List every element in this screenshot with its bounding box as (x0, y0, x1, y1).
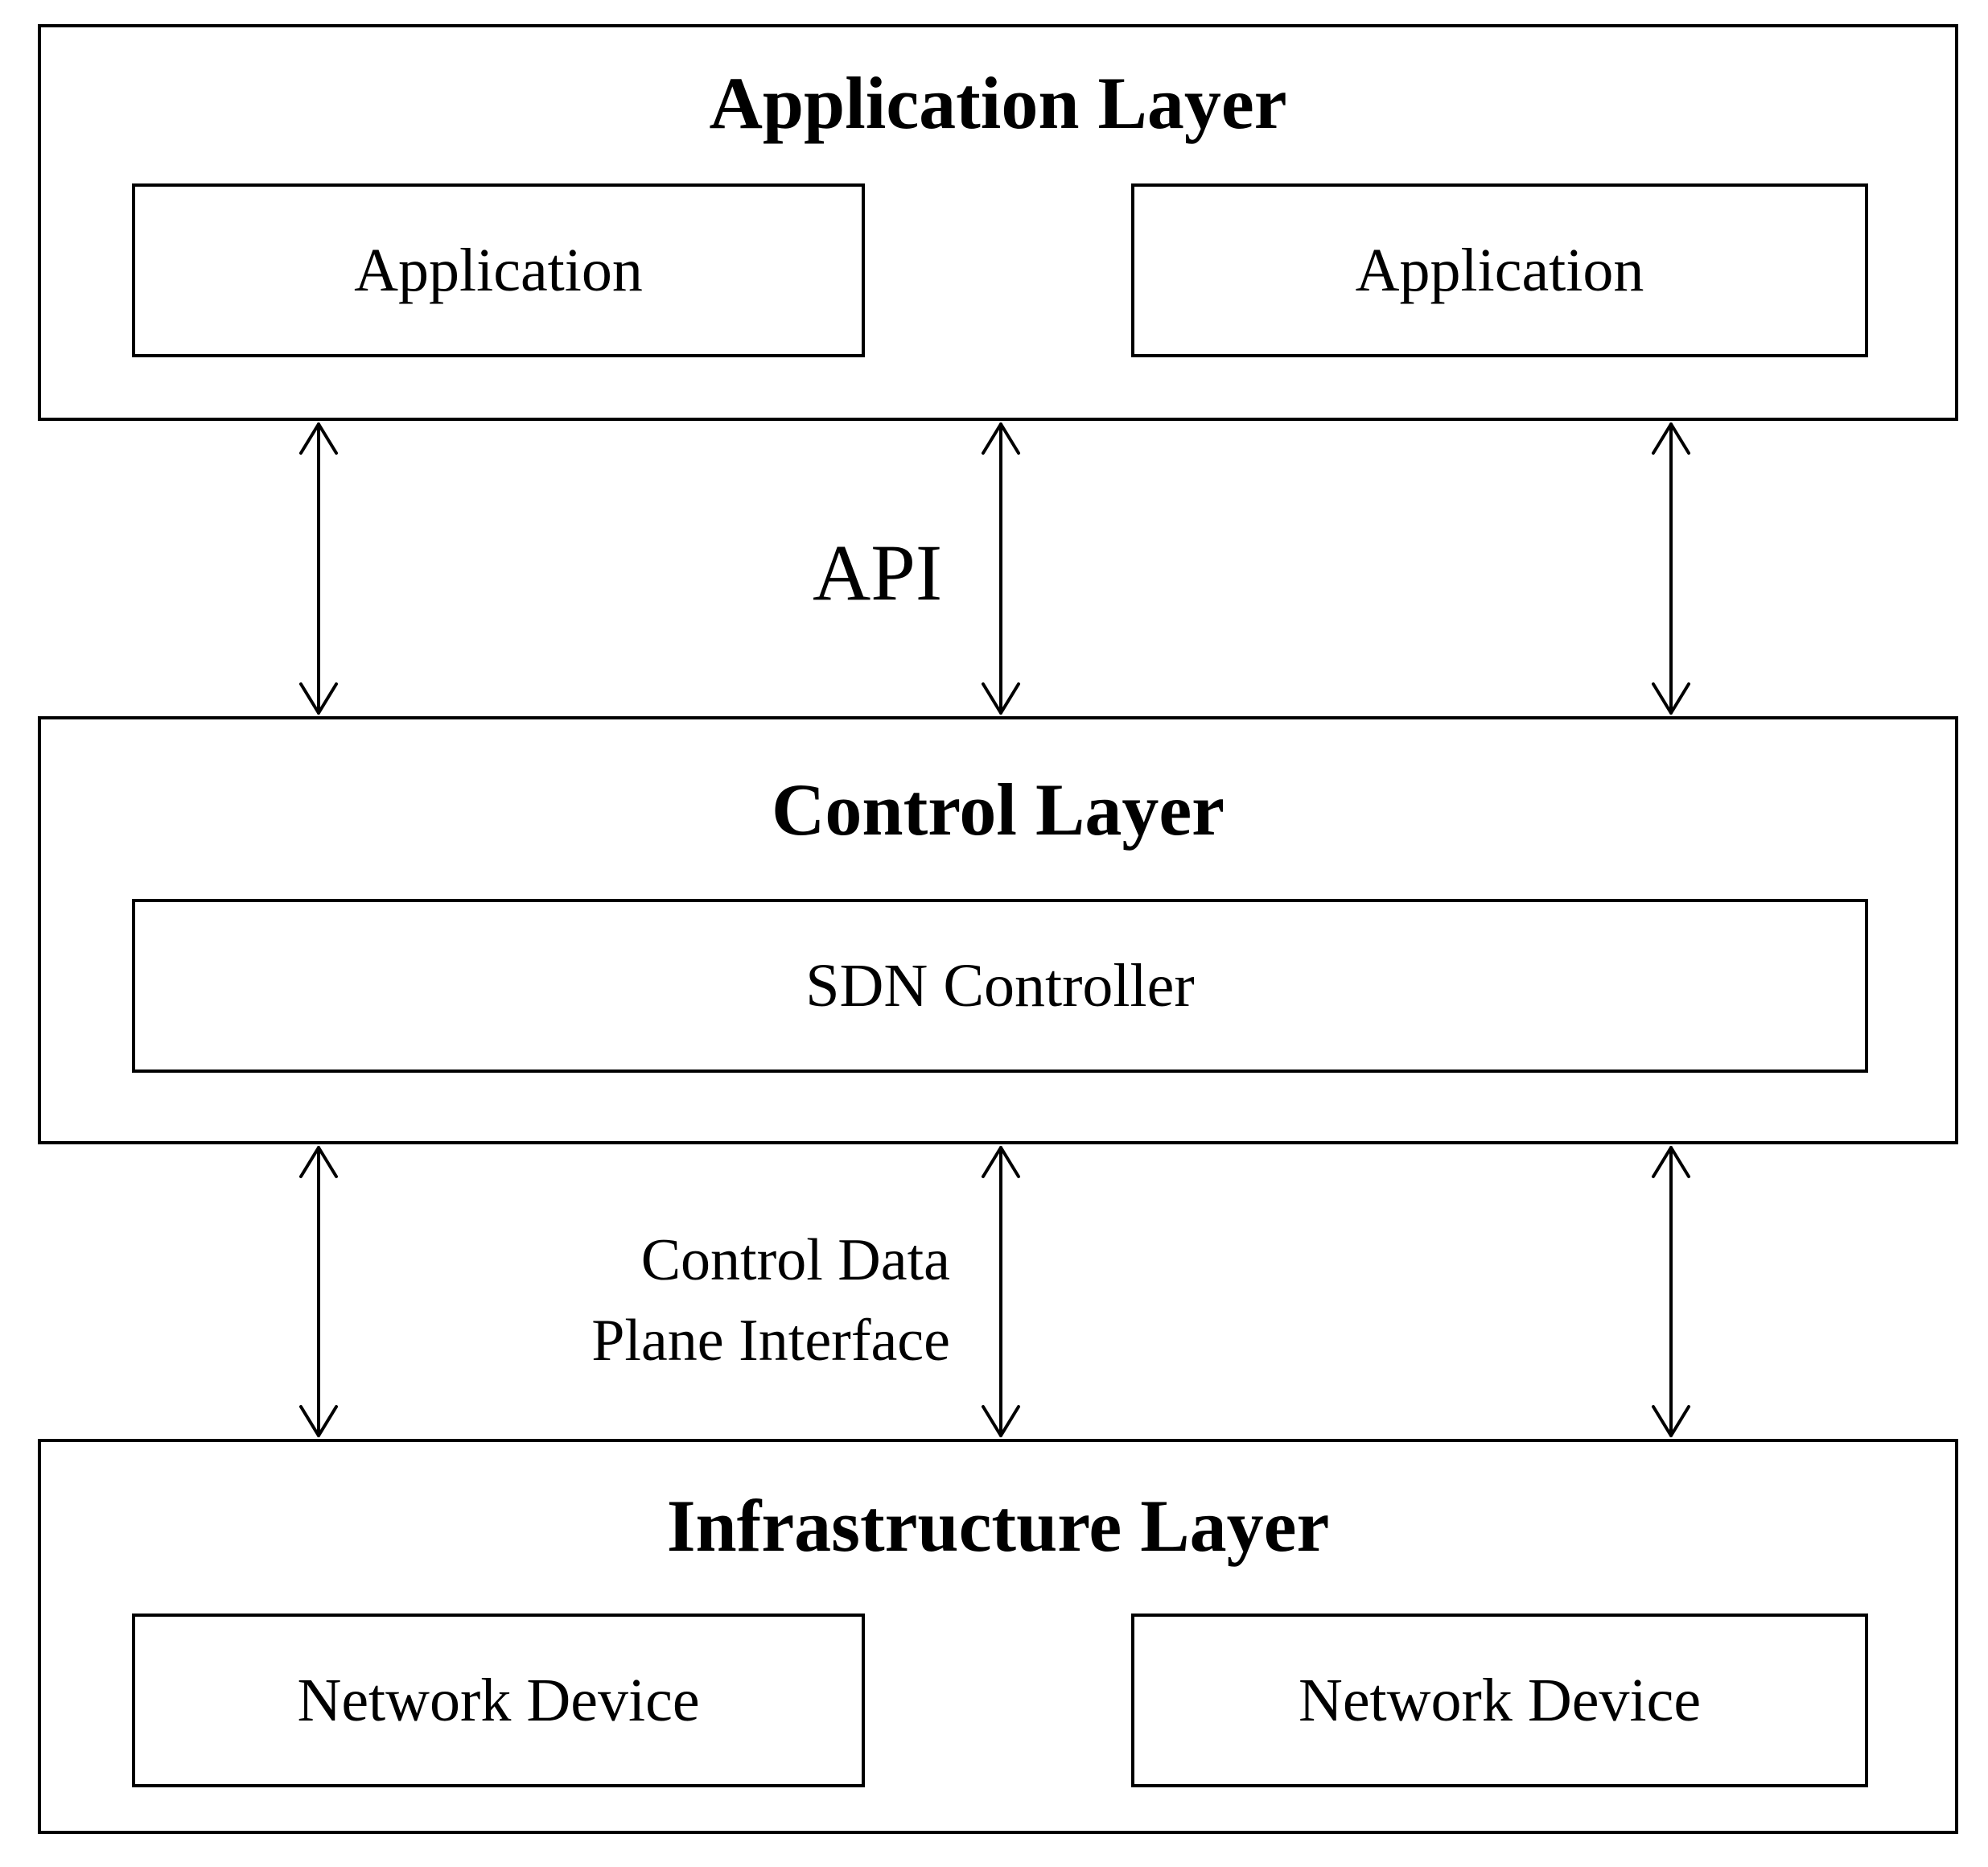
arrow-api-right (1652, 422, 1690, 715)
infrastructure-layer: Infrastructure Layer Network Device Netw… (38, 1439, 1958, 1834)
sdn-controller-box: SDN Controller (132, 899, 1868, 1073)
southbound-label-line1: Control Data (640, 1227, 950, 1293)
api-label: API (813, 528, 943, 617)
southbound-label-line2: Plane Interface (591, 1308, 950, 1374)
arrow-southbound-center (982, 1146, 1020, 1437)
application-box-right: Application (1131, 183, 1868, 357)
control-layer-title: Control Layer (771, 769, 1224, 851)
southbound-interface-label: Control Data Plane Interface (591, 1220, 950, 1381)
application-box-left: Application (132, 183, 865, 357)
arrow-api-left (299, 422, 338, 715)
arrow-southbound-right (1652, 1146, 1690, 1437)
arrow-southbound-left (299, 1146, 338, 1437)
arrow-api-center (982, 422, 1020, 715)
application-layer: Application Layer Application Applicatio… (38, 24, 1958, 421)
network-device-box-right: Network Device (1131, 1614, 1868, 1787)
control-layer: Control Layer SDN Controller (38, 716, 1958, 1144)
application-layer-title: Application Layer (709, 62, 1287, 144)
network-device-box-left: Network Device (132, 1614, 865, 1787)
infrastructure-layer-title: Infrastructure Layer (666, 1485, 1330, 1567)
